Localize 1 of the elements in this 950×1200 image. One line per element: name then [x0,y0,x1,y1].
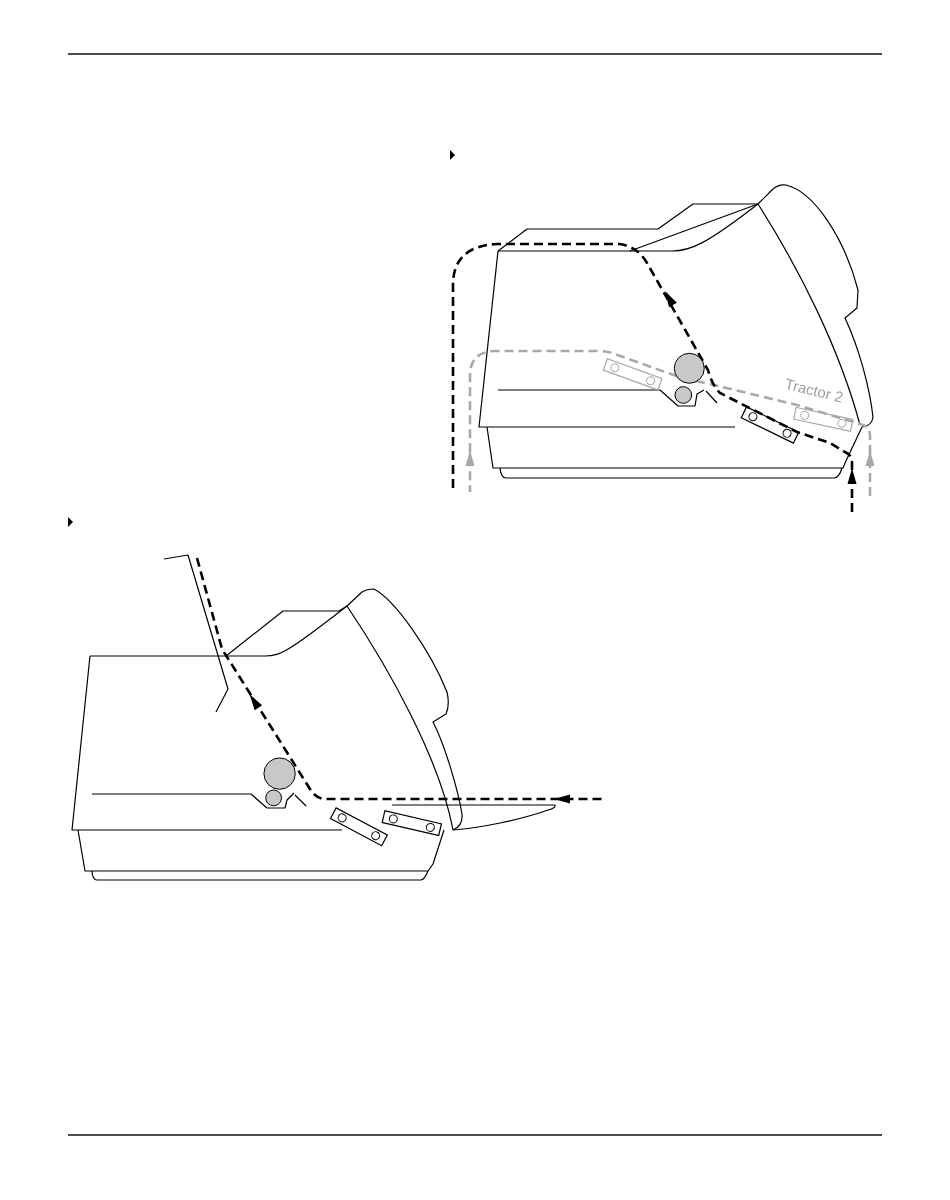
tractor-label: Tractor 2 [783,375,845,407]
